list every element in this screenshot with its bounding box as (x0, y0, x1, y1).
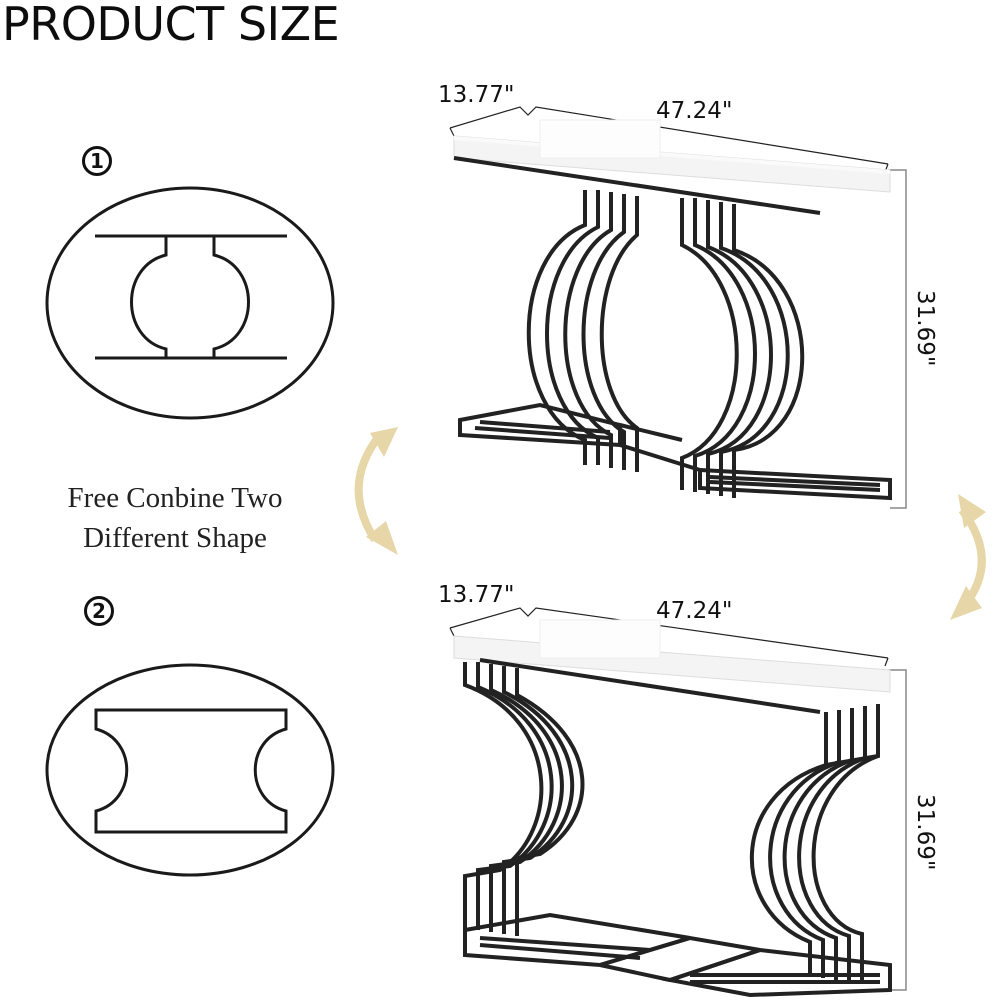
table-1-height-label: 31.69" (912, 290, 938, 367)
caption-line-1: Free Conbine Two (67, 482, 283, 514)
table-2-width-label: 47.24" (656, 598, 733, 624)
swap-arrow-right-icon (950, 494, 986, 620)
option-1-badge: 1 (82, 146, 112, 176)
table-1-drawing (449, 106, 907, 509)
table-2-illustration: 13.77" 47.24" 31.69" (420, 570, 980, 1000)
table-2-depth-label: 13.77" (438, 582, 515, 608)
swap-arrow-left-icon (354, 427, 398, 555)
table-2-height-label: 31.69" (912, 794, 938, 871)
table-1-width-label: 47.24" (656, 98, 733, 124)
caption-line-2: Different Shape (83, 522, 267, 554)
table-1-illustration: 13.77" 47.24" 31.69" (420, 80, 980, 520)
combine-caption: Free Conbine Two Different Shape (20, 478, 330, 558)
table-1-depth-label: 13.77" (438, 82, 515, 108)
table-2-drawing (449, 607, 907, 998)
option-2-badge: 2 (84, 596, 114, 626)
page-title: PRODUCT SIZE (2, 0, 340, 51)
